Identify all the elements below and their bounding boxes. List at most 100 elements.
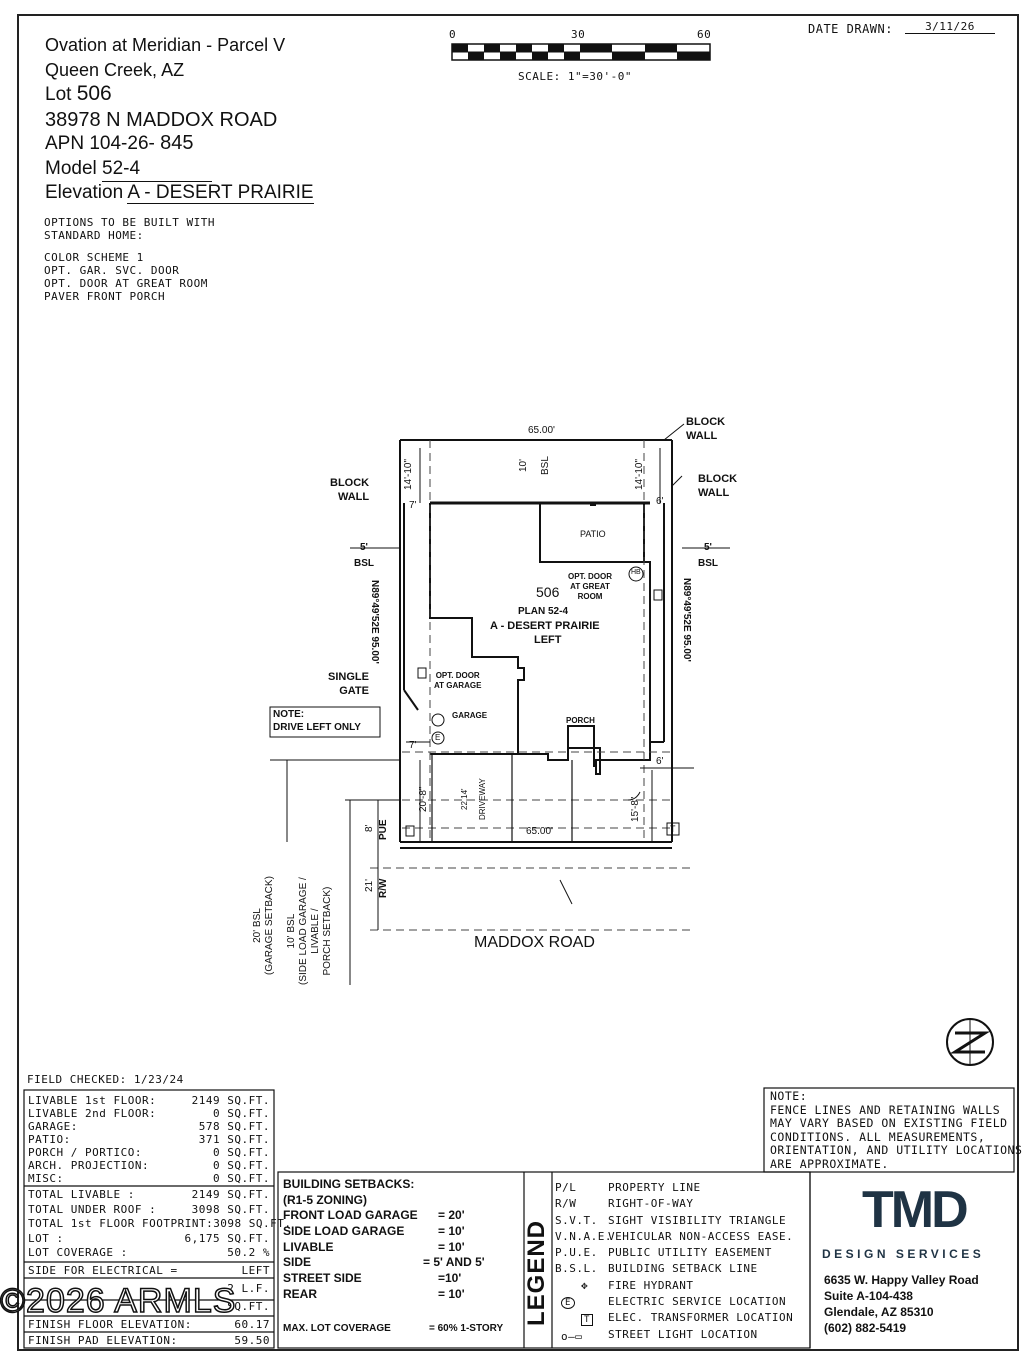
options-heading-1: OPTIONS TO BE BUILT WITH — [44, 216, 215, 229]
address: 38978 N MADDOX ROAD — [45, 109, 278, 131]
electrical-sqft-row: SQ.FT. — [227, 1300, 270, 1313]
electrical-lf-row: 2 L.F. — [227, 1282, 270, 1295]
left-rear-dim: 14'-10" — [403, 458, 414, 490]
fence-note-line: MAY VARY BASED ON EXISTING FIELD — [770, 1116, 1008, 1131]
apn-suffix: 845 — [160, 132, 194, 154]
totals-row: TOTAL LIVABLE :2149 SQ.FT. — [28, 1188, 270, 1201]
legend-desc: ELECTRIC SERVICE LOCATION — [608, 1295, 787, 1309]
fence-note: NOTE: FENCE LINES AND RETAINING WALLS MA… — [770, 1089, 1023, 1172]
address-line: Glendale, AZ 85310 — [824, 1305, 934, 1319]
electric-label: E — [435, 733, 441, 742]
street-light-icon: o—▭ — [561, 1329, 583, 1343]
rear-bsl-dim: 10' — [518, 458, 529, 472]
plan-name: PLAN 52-4 — [518, 606, 569, 617]
bsl-10-label: 10' BSL (SIDE LOAD GARAGE / LIVABLE / PO… — [286, 877, 333, 985]
rw-dim: 21' — [364, 878, 375, 892]
block-wall-left-label: BLOCK WALL — [330, 477, 370, 503]
legend-abbr: S.V.T. — [555, 1213, 598, 1227]
model-line: Model 52-4 — [45, 157, 213, 182]
watermark: ©2026 ARMLS — [0, 1281, 237, 1321]
setback-row: FRONT LOAD GARAGE= 20' — [283, 1208, 465, 1222]
options-heading-2: STANDARD HOME: — [44, 229, 144, 242]
community-name: Ovation at Meridian - Parcel V — [45, 35, 286, 55]
rw-label: R/W — [378, 878, 389, 898]
right-bsl-label: BSL — [698, 558, 718, 569]
legend-desc: RIGHT-OF-WAY — [608, 1197, 694, 1211]
lot-width-top: 65.00' — [528, 425, 555, 436]
street-name: MADDOX ROAD — [474, 934, 595, 951]
scale-tick-0: 0 — [449, 28, 457, 41]
electrical-row: SIDE FOR ELECTRICAL =LEFT — [28, 1264, 270, 1277]
legend-desc: BUILDING SETBACK LINE — [608, 1262, 758, 1276]
lot-label: Lot — [45, 84, 72, 105]
area-row: LIVABLE 2nd FLOOR:0 SQ.FT. — [28, 1107, 270, 1120]
scale-tick-30: 30 — [571, 28, 586, 41]
right-bsl-dim: 5' — [704, 542, 712, 553]
fence-note-line: FENCE LINES AND RETAINING WALLS — [770, 1102, 1001, 1117]
rear-bsl-label: BSL — [540, 456, 551, 475]
scale-text: SCALE: 1"=30'-0" — [518, 70, 632, 83]
legend-title: LEGEND — [523, 1219, 550, 1326]
fence-note-line: ORIENTATION, AND UTILITY LOCATIONS — [770, 1143, 1023, 1158]
options-heading: OPTIONS TO BE BUILT WITH STANDARD HOME: — [44, 216, 215, 242]
note-drive-title: NOTE: — [273, 709, 305, 720]
area-table: LIVABLE 1st FLOOR:2149 SQ.FT. LIVABLE 2n… — [28, 1094, 270, 1185]
patio-label: PATIO — [580, 529, 606, 539]
legend-desc: ELEC. TRANSFORMER LOCATION — [608, 1311, 794, 1325]
legend-abbr: R/W — [555, 1197, 577, 1211]
electric-service-icon: E — [555, 1294, 612, 1311]
area-row: PORCH / PORTICO:0 SQ.FT. — [28, 1146, 270, 1159]
legend-desc-col: PROPERTY LINE RIGHT-OF-WAY SIGHT VISIBIL… — [608, 1180, 793, 1343]
totals-row: LOT COVERAGE :50.2 % — [28, 1246, 270, 1259]
fence-note-title: NOTE: — [770, 1089, 808, 1103]
area-row: PATIO:371 SQ.FT. — [28, 1133, 270, 1146]
company-tagline: DESIGN SERVICES — [822, 1247, 985, 1261]
block-wall-rear-label: BLOCK WALL — [686, 416, 726, 442]
legend-desc: SIGHT VISIBILITY TRIANGLE — [608, 1213, 787, 1227]
fence-note-line: CONDITIONS. ALL MEASUREMENTS, — [770, 1129, 986, 1144]
option-item: OPT. DOOR AT GREAT ROOM — [44, 277, 208, 290]
drawing-frame — [17, 14, 1019, 1351]
address-line: Suite A-104-438 — [824, 1289, 913, 1303]
model-value: 52-4 — [102, 157, 213, 182]
city-state: Queen Creek, AZ — [45, 60, 185, 80]
legend-abbr: P/L — [555, 1181, 577, 1194]
legend-abbr-col: P/L R/W S.V.T. V.N.A.E. P.U.E. B.S.L. ✥ … — [555, 1180, 612, 1345]
garage-label: GARAGE — [452, 711, 488, 720]
setback-row: LIVABLE= 10' — [283, 1239, 465, 1254]
note-drive-text: DRIVE LEFT ONLY — [273, 722, 361, 733]
area-row: GARAGE:578 SQ.FT. — [28, 1120, 270, 1133]
opt-door-great-room: OPT. DOOR AT GREAT ROOM — [568, 572, 613, 601]
legend-desc: STREET LIGHT LOCATION — [608, 1327, 758, 1341]
transformer-icon: T — [555, 1311, 612, 1328]
options-list: COLOR SCHEME 1 OPT. GAR. SVC. DOOR OPT. … — [44, 251, 208, 303]
driveway-label: DRIVEWAY — [478, 778, 487, 820]
setbacks-title: BUILDING SETBACKS: — [283, 1177, 415, 1191]
setbacks-zoning: (R1-5 ZONING) — [283, 1193, 367, 1207]
block-wall-right-label: BLOCK WALL — [698, 473, 738, 499]
plan-lot-number: 506 — [536, 584, 560, 600]
option-item: OPT. GAR. SVC. DOOR — [44, 264, 180, 277]
max-coverage-row: MAX. LOT COVERAGE= 60% 1-STORY — [283, 1323, 504, 1334]
left-bsl-label: BSL — [354, 558, 374, 569]
right-front-dim: 6' — [656, 756, 664, 767]
right-rear-dim: 14'-10" — [634, 458, 645, 490]
lot-number: 506 — [76, 82, 112, 105]
fence-note-line: ARE APPROXIMATE. — [770, 1156, 889, 1171]
elevation-label: Elevation — [45, 182, 124, 203]
left-front-dim: 7' — [409, 740, 417, 751]
totals-row: TOTAL 1st FLOOR FOOTPRINT:3098 SQ.FT. — [28, 1217, 292, 1230]
hose-bib-label: HB — [631, 569, 641, 576]
legend-desc: FIRE HYDRANT — [608, 1278, 694, 1292]
model-label: Model — [45, 158, 97, 179]
legend-desc: VEHICULAR NON-ACCESS EASE. — [608, 1229, 794, 1243]
setback-row: REAR= 10' — [283, 1286, 465, 1301]
plan-elevation: A - DESERT PRAIRIE — [490, 620, 600, 632]
porch-setback-dim: 15'-8" — [630, 796, 641, 822]
area-row: LIVABLE 1st FLOOR:2149 SQ.FT. — [28, 1094, 270, 1107]
opt-door-garage: OPT. DOOR AT GARAGE — [434, 671, 482, 690]
legend-abbr: B.S.L. — [555, 1262, 598, 1276]
lot-line: Lot 506 — [45, 82, 112, 107]
plan-handing: LEFT — [534, 634, 562, 646]
legend-desc: PUBLIC UTILITY EASEMENT — [608, 1246, 772, 1260]
